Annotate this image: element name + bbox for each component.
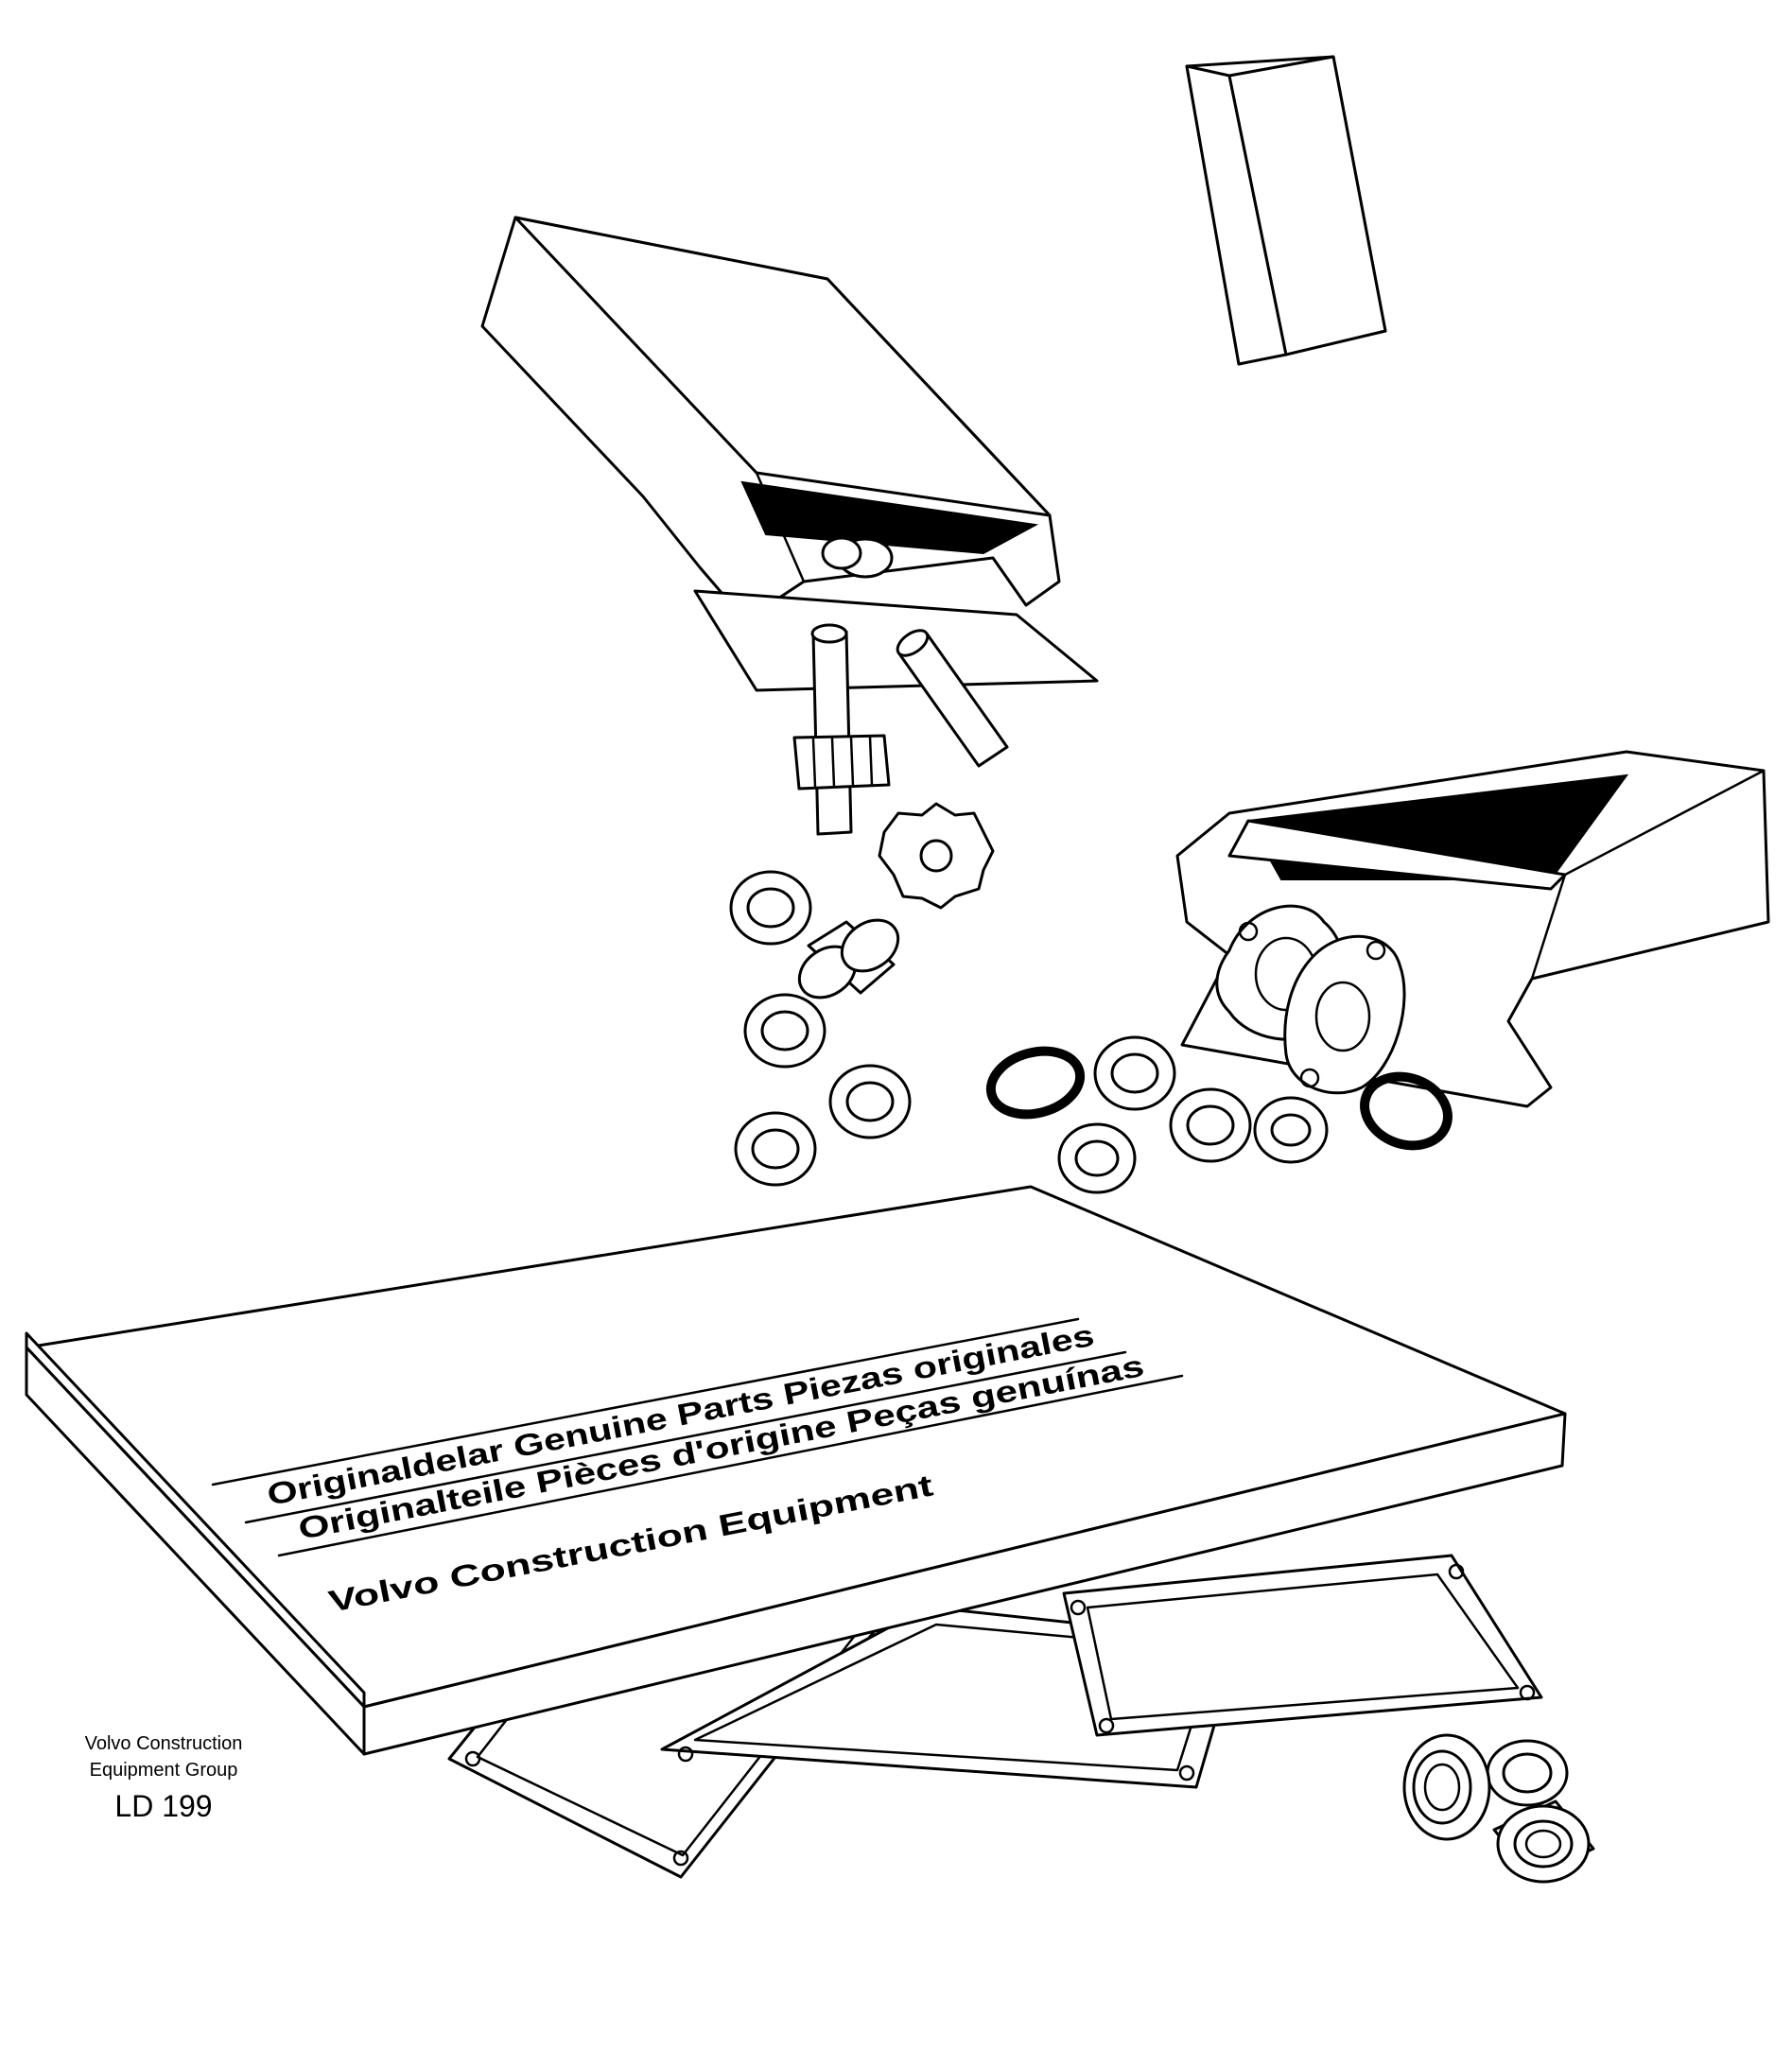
o-ring [985, 1046, 1086, 1120]
bushing-in-box [821, 536, 894, 579]
large-box: Originaldelar Genuine Parts Piezas origi… [25, 1185, 1567, 1756]
ring [828, 1064, 912, 1139]
ring [743, 993, 826, 1069]
ring [729, 870, 812, 946]
bushing [797, 918, 900, 999]
o-ring [1360, 1071, 1453, 1151]
sealing-rings [729, 870, 1453, 1194]
ring [1093, 1035, 1176, 1111]
caption-company-line-1: Volvo Construction [84, 1733, 243, 1754]
ring [1169, 1087, 1252, 1163]
closed-box [1185, 55, 1387, 366]
figure-caption: Volvo Construction Equipment Group LD 19… [45, 1730, 282, 1825]
ring [734, 1111, 817, 1187]
bearing [1486, 1739, 1569, 1807]
flange-gasket-2 [1283, 934, 1406, 1095]
bearing [1402, 1733, 1491, 1841]
pinion-shaft [792, 623, 891, 836]
ball-bearings [1402, 1733, 1595, 1884]
open-box-left [480, 216, 1099, 692]
ring [1057, 1122, 1137, 1194]
figure-code: LD 199 [114, 1789, 213, 1823]
bearing [1492, 1799, 1595, 1884]
open-box-right [1175, 750, 1770, 1108]
gasket [1062, 1554, 1543, 1737]
ring [1253, 1096, 1329, 1164]
caption-company-line-2: Equipment Group [89, 1760, 238, 1781]
gear [878, 802, 995, 910]
pin [896, 629, 1009, 768]
